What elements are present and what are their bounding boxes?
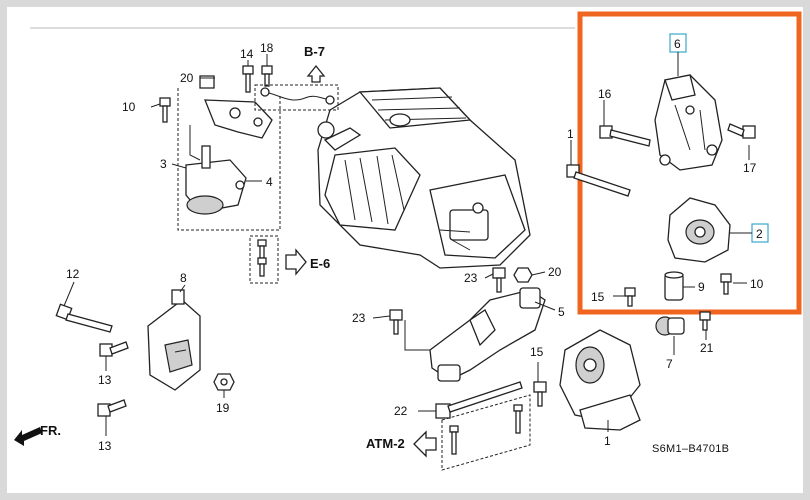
callout-8: 8 (180, 271, 187, 285)
callout-21: 21 (700, 341, 714, 355)
ground-cable (254, 64, 339, 111)
highlight-frame (577, 11, 802, 315)
callout-16: 16 (598, 87, 612, 101)
diagram-frame: 6 2 16 17 1 15 9 10 7 21 14 18 20 10 3 4… (7, 7, 803, 493)
e6-bolts (249, 235, 307, 284)
nut-20-right (513, 267, 533, 283)
bolt-21 (699, 311, 711, 331)
bolt-13-lower (97, 399, 127, 417)
front-mount-assembly (177, 75, 281, 231)
bolt-13-upper (99, 341, 129, 357)
callout-9: 9 (698, 280, 705, 294)
bolt-10-left (159, 97, 171, 123)
callout-1-upper: 1 (567, 127, 574, 141)
callout-3: 3 (160, 157, 167, 171)
callout-23-lower: 23 (352, 311, 366, 325)
bolt-1-upper (566, 164, 631, 197)
bolt-16 (599, 125, 651, 147)
bolt-17 (727, 123, 756, 139)
engine-mount-diagram: 6 2 16 17 1 15 9 10 7 21 14 18 20 10 3 4… (14, 11, 802, 471)
callout-1-lower: 1 (604, 434, 611, 448)
atm2-bolts (413, 394, 531, 471)
callout-15-upper: 15 (591, 290, 605, 304)
ref-atm2: ATM-2 (366, 436, 405, 451)
bolt-10-right (720, 273, 732, 295)
rear-mount-2 (667, 197, 731, 263)
callout-18: 18 (260, 41, 274, 55)
engine-block (317, 87, 531, 269)
callout-20-left: 20 (180, 71, 194, 85)
callout-2: 2 (756, 227, 763, 241)
callout-4: 4 (266, 175, 273, 189)
callout-23-upper: 23 (464, 271, 478, 285)
bolt-15-lower (533, 381, 547, 407)
bolt-18 (261, 65, 273, 87)
ref-b7: B-7 (304, 44, 325, 59)
nut-19 (213, 373, 235, 391)
bolt-14 (242, 65, 254, 93)
callout-17: 17 (743, 161, 757, 175)
bolt-12 (55, 303, 113, 333)
bolt-15-upper (624, 287, 636, 307)
bracket-6 (654, 74, 723, 171)
transmission-mount-1 (559, 329, 641, 431)
ref-e6: E-6 (310, 256, 330, 271)
mount-8 (147, 289, 201, 391)
callout-10-right: 10 (750, 277, 764, 291)
callout-10-left: 10 (122, 100, 136, 114)
callout-15-lower: 15 (530, 345, 544, 359)
callout-7: 7 (666, 357, 673, 371)
ref-fr: FR. (40, 423, 61, 438)
bushing-7 (655, 316, 685, 336)
callout-14: 14 (240, 47, 254, 61)
bolt-23-lower (389, 309, 403, 335)
callout-20-right: 20 (548, 265, 562, 279)
callout-6: 6 (674, 37, 681, 51)
leader-lines (63, 52, 752, 436)
callout-22: 22 (394, 404, 408, 418)
bushing-9 (664, 271, 684, 301)
callout-5: 5 (558, 305, 565, 319)
callout-13-upper: 13 (98, 373, 112, 387)
bolt-22 (435, 381, 523, 419)
diagram-code: S6M1–B4701B (652, 443, 729, 455)
callout-12: 12 (66, 267, 80, 281)
bolt-23-upper (492, 267, 506, 293)
bracket-5 (404, 287, 546, 382)
callout-19: 19 (216, 401, 230, 415)
front-arrow (14, 427, 42, 446)
callout-13-lower: 13 (98, 439, 112, 453)
